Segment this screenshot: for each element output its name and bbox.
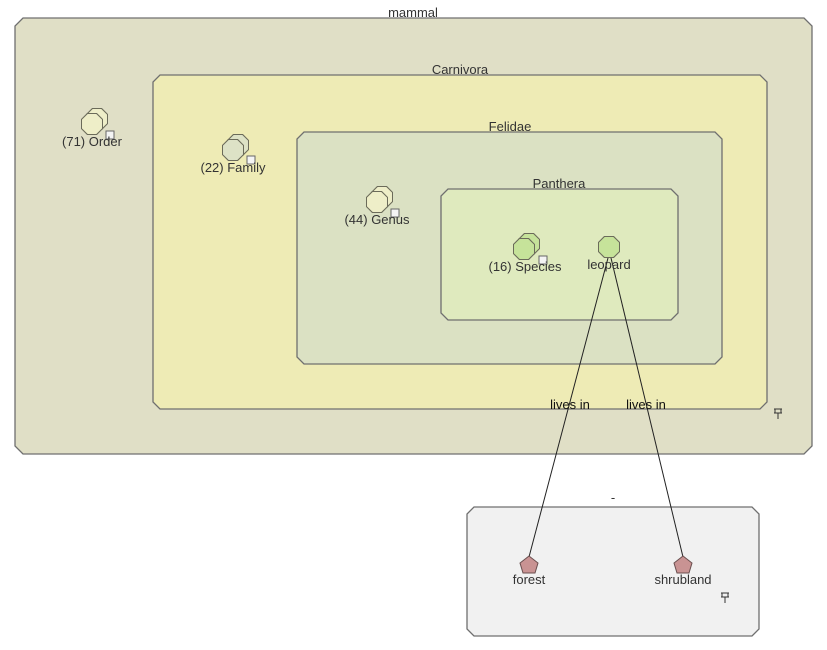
container-panthera-label: Panthera	[533, 176, 587, 191]
stacked-octagon-icon	[366, 186, 400, 218]
node-shrubland[interactable]: shrubland	[654, 555, 712, 587]
pentagon-icon	[519, 555, 539, 574]
node-genus[interactable]: (44) Genus	[344, 186, 410, 227]
node-order-label: (71) Order	[62, 134, 123, 149]
container-habitat-box	[466, 506, 760, 637]
node-forest-label: forest	[513, 572, 546, 587]
edge-line	[528, 257, 609, 558]
pin-icon[interactable]	[774, 408, 782, 419]
stacked-octagon-icon	[222, 134, 256, 165]
pin-icon[interactable]	[721, 592, 729, 603]
pentagon-icon	[673, 555, 693, 574]
container-carnivora-label: Carnivora	[432, 62, 489, 77]
node-family-label: (22) Family	[200, 160, 266, 175]
node-leopard[interactable]: leopard	[587, 236, 631, 272]
node-shrubland-label: shrubland	[654, 572, 711, 587]
edge-line	[610, 257, 684, 558]
stacked-octagon-icon	[81, 108, 115, 140]
container-panthera[interactable]: Panthera	[440, 176, 679, 321]
container-felidae-label: Felidae	[489, 119, 532, 134]
node-forest[interactable]: forest	[513, 555, 546, 587]
edge-leopard-forest[interactable]: lives in	[528, 257, 609, 558]
container-mammal-label: mammal	[388, 5, 438, 20]
node-species[interactable]: (16) Species	[489, 233, 562, 274]
edge-leopard-shrubland[interactable]: lives in	[610, 257, 684, 558]
container-habitat-label: -	[611, 490, 615, 505]
stacked-octagon-icon	[513, 233, 548, 265]
edge-label: lives in	[626, 397, 666, 412]
node-order[interactable]: (71) Order	[62, 108, 123, 149]
edge-label: lives in	[550, 397, 590, 412]
octagon-icon	[598, 236, 620, 258]
node-leopard-label: leopard	[587, 257, 630, 272]
node-family[interactable]: (22) Family	[200, 134, 266, 175]
node-genus-label: (44) Genus	[344, 212, 410, 227]
node-species-label: (16) Species	[489, 259, 562, 274]
container-habitat[interactable]: -	[466, 490, 760, 637]
container-panthera-box	[440, 188, 679, 321]
